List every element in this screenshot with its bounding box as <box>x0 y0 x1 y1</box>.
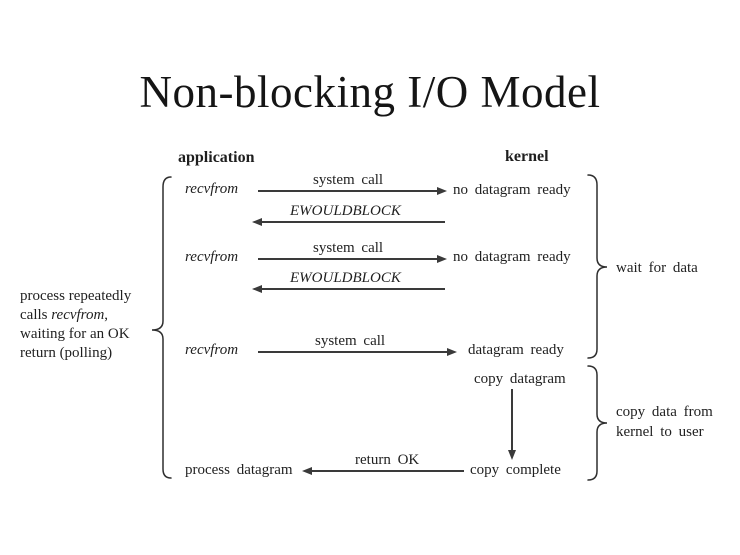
ewouldblock-arrow-line-1 <box>262 221 445 223</box>
column-header-kernel: kernel <box>505 148 549 165</box>
ewouldblock-arrowhead-2 <box>252 285 262 293</box>
system-call-arrow-line-3 <box>258 351 448 353</box>
process-datagram-label: process datagram <box>185 462 293 478</box>
system-call-label-2: system call <box>313 240 384 256</box>
copy-data-note-line2: kernel to user <box>616 424 704 440</box>
copy-data-note-line1: copy data from <box>616 404 713 420</box>
system-call-label-3: system call <box>315 333 386 349</box>
recvfrom-call-1: recvfrom <box>185 181 239 197</box>
system-call-arrowhead-3 <box>447 348 457 356</box>
copy-datagram-label: copy datagram <box>474 371 566 387</box>
copy-data-brace <box>587 365 608 481</box>
return-arrow-line <box>312 470 464 472</box>
kernel-state-3: datagram ready <box>468 342 564 358</box>
system-call-arrowhead-2 <box>437 255 447 263</box>
recvfrom-call-2: recvfrom <box>185 249 239 265</box>
ewouldblock-arrow-line-2 <box>262 288 445 290</box>
recvfrom-inline: recvfrom <box>51 307 105 323</box>
ewouldblock-label-1: EWOULDBLOCK <box>290 203 401 219</box>
recvfrom-call-3: recvfrom <box>185 342 239 358</box>
column-header-application: application <box>178 149 255 166</box>
system-call-arrow-line-1 <box>258 190 438 192</box>
return-ok-label: return OK <box>355 452 420 468</box>
kernel-state-1: no datagram ready <box>453 182 571 198</box>
polling-note-line1: process repeatedly <box>20 288 132 304</box>
polling-note-line3: waiting for an OK <box>20 326 130 342</box>
copy-complete-label: copy complete <box>470 462 561 478</box>
system-call-label-1: system call <box>313 172 384 188</box>
polling-note: process repeatedly calls recvfrom, waiti… <box>20 287 165 363</box>
copy-arrowhead <box>508 450 516 460</box>
polling-note-line2: calls recvfrom, <box>20 307 109 323</box>
system-call-arrow-line-2 <box>258 258 438 260</box>
polling-note-line4: return (polling) <box>20 345 113 361</box>
slide-title: Non-blocking I/O Model <box>139 67 601 117</box>
wait-for-data-label: wait for data <box>616 260 698 276</box>
copy-data-note: copy data from kernel to user <box>616 402 713 442</box>
ewouldblock-arrowhead-1 <box>252 218 262 226</box>
copy-arrow-line <box>511 389 513 451</box>
return-arrowhead <box>302 467 312 475</box>
ewouldblock-label-2: EWOULDBLOCK <box>290 270 401 286</box>
wait-for-data-brace <box>587 174 608 359</box>
kernel-state-2: no datagram ready <box>453 249 571 265</box>
system-call-arrowhead-1 <box>437 187 447 195</box>
